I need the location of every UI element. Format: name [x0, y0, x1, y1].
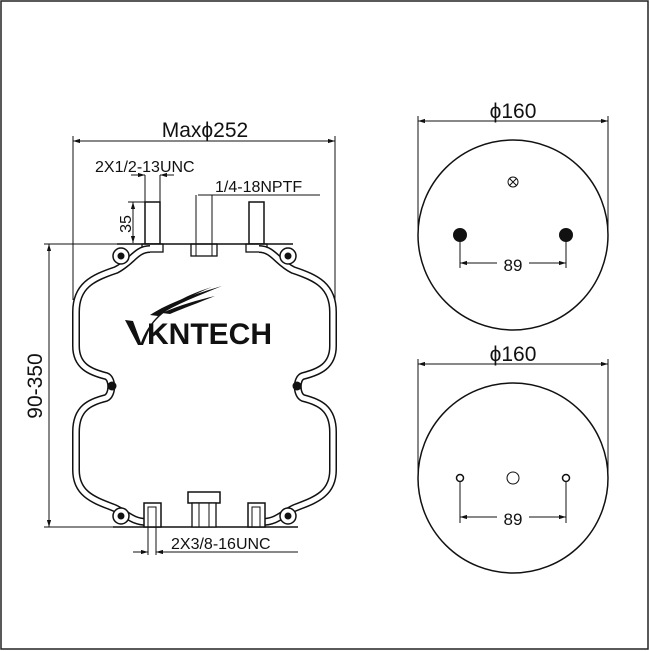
top-plate-view: ϕ160 89 — [417, 100, 609, 331]
logo-text: KNTECH — [147, 318, 272, 351]
stud-hole-right — [559, 228, 573, 242]
bottom-plate-view: ϕ160 89 — [417, 343, 609, 574]
bottom-bumper — [187, 491, 221, 504]
air-fitting-icon — [507, 176, 519, 188]
top-stud-left — [144, 201, 161, 245]
vkntech-logo: KNTECH — [125, 286, 272, 351]
stud-height-label: 35 — [118, 215, 135, 233]
center-hole — [506, 471, 520, 485]
bottom-plate-circle — [417, 382, 609, 574]
top-diameter-label: ϕ160 — [490, 100, 537, 123]
height-range-label: 90-350 — [24, 353, 47, 418]
stud-hole-right — [561, 473, 571, 483]
stud-hole-left — [455, 473, 465, 483]
air-fitting-label: 1/4-18NPTF — [215, 179, 302, 196]
top-plate-circle — [417, 139, 609, 331]
bottom-stud-spacing-label: 89 — [504, 510, 523, 529]
bottom-stud-thread-label: 2X3/8-16UNC — [171, 536, 271, 553]
stud-hole-left — [453, 228, 467, 242]
side-view: Maxϕ252 2X1/2-13UNC 1/4-18NPTF 35 90-350 — [24, 119, 335, 555]
bottom-diameter-label: ϕ160 — [490, 343, 537, 366]
top-stud-spacing-label: 89 — [504, 256, 523, 275]
bellows-outline — [72, 248, 333, 524]
air-fitting — [190, 243, 218, 257]
top-stud-right — [248, 201, 265, 245]
top-stud-thread-label: 2X1/2-13UNC — [95, 159, 195, 176]
max-diameter-label: Maxϕ252 — [162, 119, 248, 142]
